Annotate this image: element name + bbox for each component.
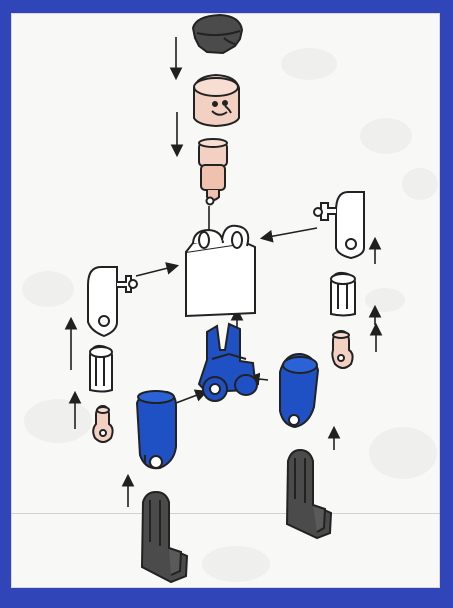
left-hand-piece-icon bbox=[93, 406, 112, 442]
arrow-icon bbox=[176, 392, 205, 403]
torso-piece-icon bbox=[186, 226, 255, 316]
left-foot-piece-icon bbox=[142, 492, 187, 582]
right-leg-piece-icon bbox=[280, 354, 318, 427]
hair-piece-icon bbox=[193, 15, 242, 53]
neck-piece-icon bbox=[199, 139, 227, 205]
right-hand-piece-icon bbox=[332, 331, 352, 368]
arrow-icon bbox=[263, 228, 317, 238]
right-hand-holder-icon bbox=[331, 273, 355, 316]
hip-piece-icon bbox=[199, 324, 257, 401]
left-hand-holder-icon bbox=[90, 346, 112, 392]
right-arm-piece-icon bbox=[314, 192, 364, 258]
head-piece-icon bbox=[194, 75, 239, 126]
left-arm-piece-icon bbox=[88, 267, 137, 336]
right-foot-piece-icon bbox=[287, 450, 331, 538]
left-leg-piece-icon bbox=[137, 391, 176, 468]
arrow-icon bbox=[136, 266, 176, 276]
